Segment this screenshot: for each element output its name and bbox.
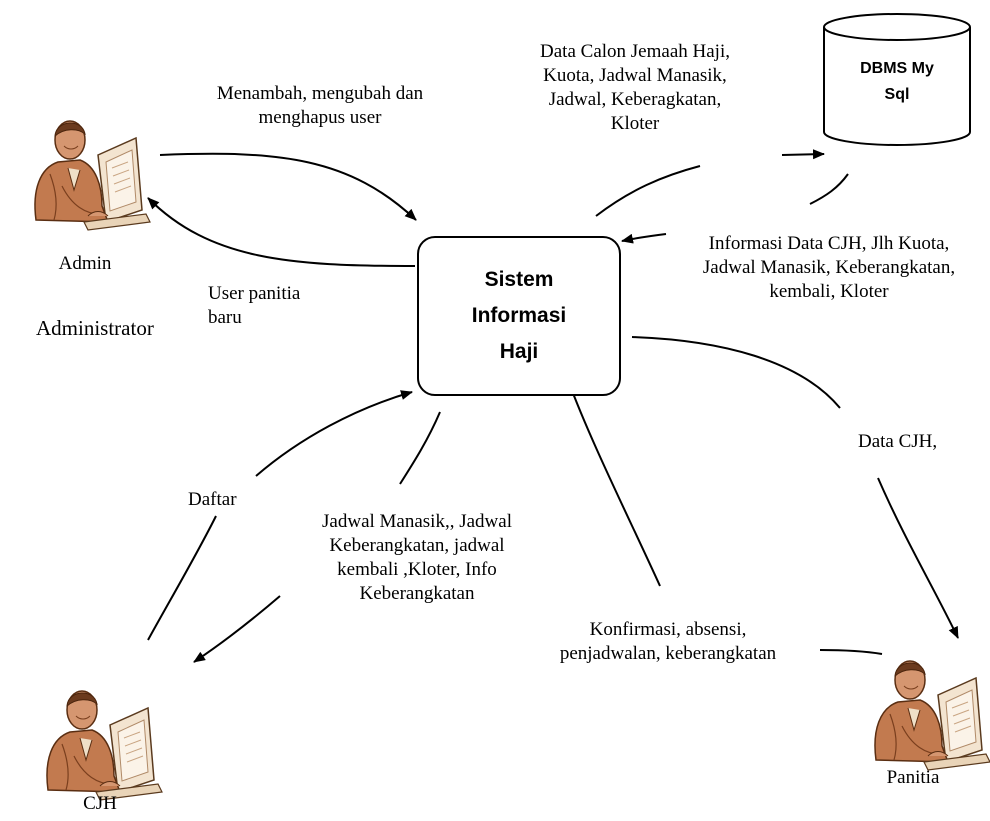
flow-label-db-in: Data Calon Jemaah Haji, Kuota, Jadwal Ma… [540,41,730,134]
flow-db-in-1 [595,165,701,217]
entity-label-admin: Admin [58,253,112,274]
entity-caption-administrator: Administrator [36,316,154,340]
flow-cjh-in-2 [147,515,217,641]
flow-panitia-out-1 [631,336,841,409]
process-sistem-informasi-haji: Sistem Informasi Haji [417,236,621,396]
flow-panitia-in-2 [819,649,883,655]
flow-label-cjh-out: Jadwal Manasik,, Jadwal Keberangkatan, j… [322,511,512,604]
panitia-person-icon [874,660,990,771]
flow-cjh-out-1 [399,411,441,485]
cjh-person-icon [46,690,163,801]
flow-cjh-out-2 [193,595,281,663]
flow-label-panitia-in: Konfirmasi, absensi, penjadwalan, kebera… [559,619,777,664]
entity-label-panitia: Panitia [886,767,940,788]
flow-admin-out [147,197,416,267]
flow-cjh-in-1 [255,390,413,477]
flow-admin-in [159,152,417,221]
flow-panitia-out-2 [877,477,959,639]
flow-db-out-1 [809,173,849,205]
entity-label-cjh: CJH [83,793,117,814]
database-title: DBMS My Sql [860,60,934,103]
flow-label-db-out: Informasi Data CJH, Jlh Kuota, Jadwal Ma… [702,233,956,302]
flow-db-in-2 [781,149,825,160]
database-cylinder [823,13,971,146]
flow-label-admin-out: User panitia baru [208,283,301,328]
flow-db-out-2 [621,233,667,244]
flow-panitia-in-1 [567,379,661,587]
process-title: Sistem Informasi Haji [471,268,567,363]
flow-label-panitia-out: Data CJH, [858,431,938,452]
admin-person-icon [34,120,151,231]
flow-label-admin-in: Menambah, mengubah dan menghapus user [216,83,424,128]
flow-label-cjh-in: Daftar [188,489,237,510]
